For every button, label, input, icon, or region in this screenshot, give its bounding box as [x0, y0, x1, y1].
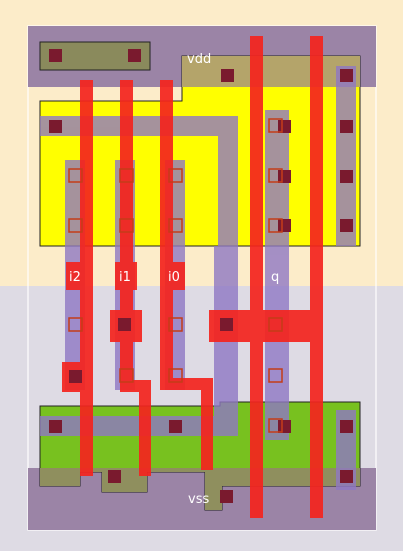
contact: [340, 470, 353, 483]
metal1-vdd-right: [336, 66, 356, 246]
poly-pad-label-i1: [115, 262, 137, 290]
via: [168, 317, 183, 332]
vdd-label: vdd: [187, 52, 211, 67]
contact: [169, 420, 182, 433]
contact: [69, 370, 82, 383]
poly-layer: [62, 36, 323, 518]
contact: [108, 470, 121, 483]
contact: [278, 120, 291, 133]
via: [119, 368, 134, 383]
via: [268, 418, 283, 433]
q-label: q: [271, 270, 279, 285]
contact: [340, 69, 353, 82]
poly-gate-q-right: [310, 36, 323, 518]
via: [268, 218, 283, 233]
contact: [220, 318, 233, 331]
contact: [221, 69, 234, 82]
contact: [118, 318, 131, 331]
via: [68, 317, 83, 332]
vss-label: vss: [188, 492, 209, 507]
poly-gate-q-left: [250, 36, 263, 518]
i0-label: i0: [168, 270, 180, 285]
via: [268, 317, 283, 332]
contact: [49, 49, 62, 62]
contact: [49, 420, 62, 433]
via: [168, 368, 183, 383]
contact: [128, 49, 141, 62]
contact: [278, 219, 291, 232]
i1-label: i1: [119, 270, 131, 285]
contact: [340, 219, 353, 232]
via: [268, 168, 283, 183]
via: [68, 218, 83, 233]
contacts: [49, 49, 353, 503]
metal1-q: [265, 110, 289, 440]
contact: [49, 120, 62, 133]
i2-label: i2: [69, 270, 81, 285]
via: [268, 118, 283, 133]
poly-gate-i1-jog: [120, 380, 151, 476]
poly-pad-label-i2: [66, 262, 88, 290]
contact: [278, 170, 291, 183]
via: [168, 218, 183, 233]
metal1-vdd-strap: [40, 116, 238, 136]
contact: [220, 490, 233, 503]
vias: [68, 118, 283, 433]
poly-gate-i0-jog: [160, 378, 213, 470]
via: [168, 168, 183, 183]
contact: [340, 170, 353, 183]
via: [268, 368, 283, 383]
metal1-vdd-drop: [218, 116, 238, 246]
via: [68, 168, 83, 183]
contact: [278, 420, 291, 433]
via: [119, 218, 134, 233]
via: [119, 168, 134, 183]
poly-pad-label-i0: [163, 262, 185, 290]
contact: [340, 120, 353, 133]
contact: [340, 420, 353, 433]
poly-gate-i0: [160, 80, 173, 385]
